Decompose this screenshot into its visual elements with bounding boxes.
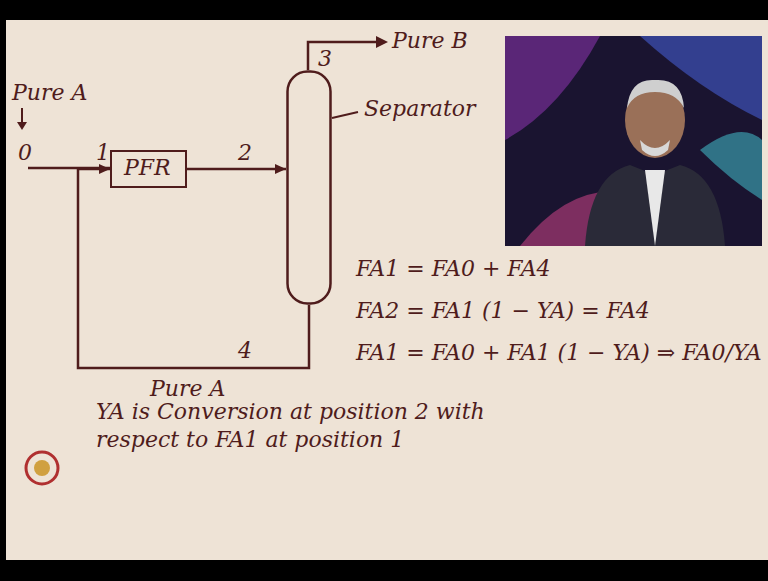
recycle-stream <box>78 164 309 368</box>
annotation-text: 0 <box>18 140 32 166</box>
annotation-text: FA1 = FA0 + FA4 <box>356 256 551 282</box>
arrow-head <box>99 164 110 174</box>
process-stream <box>187 164 286 174</box>
separator-label: Separator <box>364 96 476 122</box>
annotation-text: 3 <box>318 46 332 72</box>
arrow-head <box>17 122 27 130</box>
logo <box>26 452 58 484</box>
annotation-text: 4 <box>238 338 252 364</box>
annotation-text: Pure A <box>12 80 87 106</box>
annotation-text: 2 <box>238 140 252 166</box>
reactor-box: PFR <box>110 150 187 188</box>
annotation-text: 1 <box>96 140 110 166</box>
annotation-text: Pure A <box>150 376 225 402</box>
annotation-text: FA1 = FA0 + FA1 (1 − YA) ⇒ FA0/YA <box>356 340 762 366</box>
annotation-text: FA2 = FA1 (1 − YA) = FA4 <box>356 298 650 324</box>
video-inset <box>505 36 762 246</box>
annotation-text: Pure B <box>392 28 468 54</box>
reactor-label: PFR <box>124 155 171 181</box>
annotation-text: YA is Conversion at position 2 with resp… <box>96 398 496 453</box>
arrow-head <box>275 164 286 174</box>
arrow-head <box>376 36 388 48</box>
